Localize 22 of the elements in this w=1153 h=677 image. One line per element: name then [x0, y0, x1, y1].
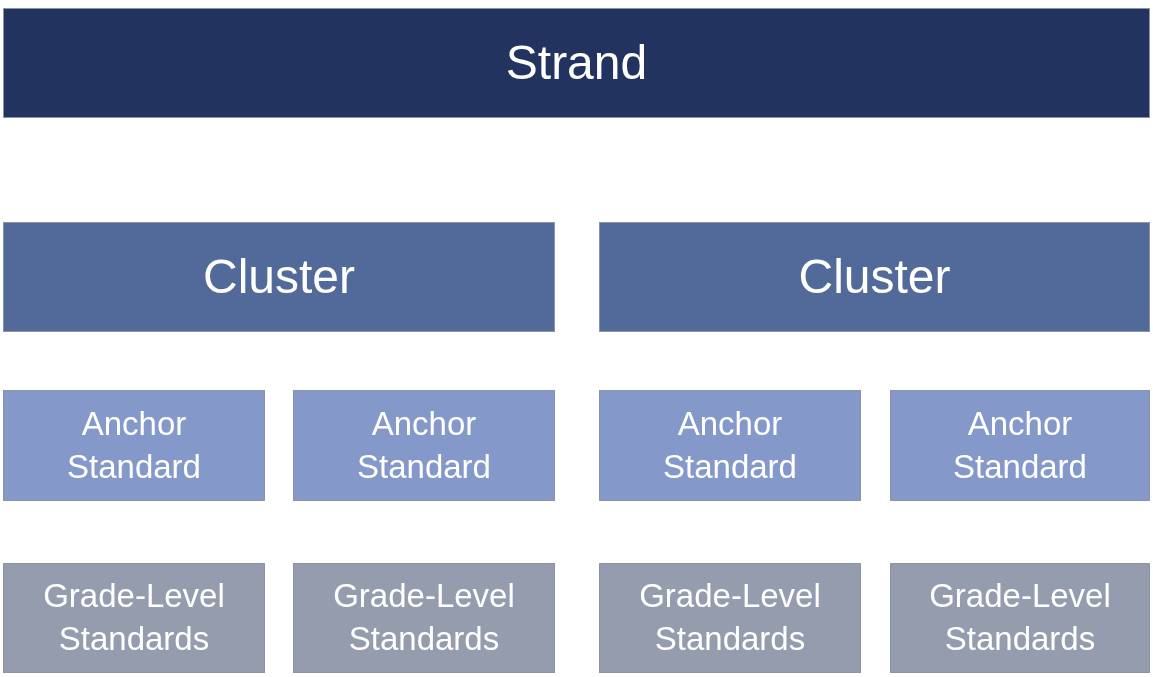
- box-label: Grade-Level Standards: [42, 576, 226, 659]
- strand-box: [3, 8, 1150, 118]
- anchor-standard-box: [3, 390, 265, 501]
- grade-level-box: [599, 563, 861, 673]
- anchor-standard-box: [293, 390, 555, 501]
- cluster-box: [3, 222, 555, 332]
- box-label: Cluster: [798, 248, 951, 305]
- box-label: Anchor Standard: [952, 403, 1088, 487]
- box-label: Grade-Level Standards: [928, 576, 1112, 659]
- grade-level-box: [3, 563, 265, 673]
- grade-level-box: [293, 563, 555, 673]
- grade-level-box: [890, 563, 1150, 673]
- box-label: Anchor Standard: [66, 403, 202, 487]
- cluster-box: [599, 222, 1150, 332]
- anchor-standard-box: [599, 390, 861, 501]
- box-label: Strand: [505, 34, 648, 91]
- box-label: Grade-Level Standards: [638, 576, 822, 659]
- box-label: Cluster: [202, 248, 355, 305]
- box-label: Grade-Level Standards: [332, 576, 516, 659]
- box-label: Anchor Standard: [356, 403, 492, 487]
- anchor-standard-box: [890, 390, 1150, 501]
- box-label: Anchor Standard: [662, 403, 798, 487]
